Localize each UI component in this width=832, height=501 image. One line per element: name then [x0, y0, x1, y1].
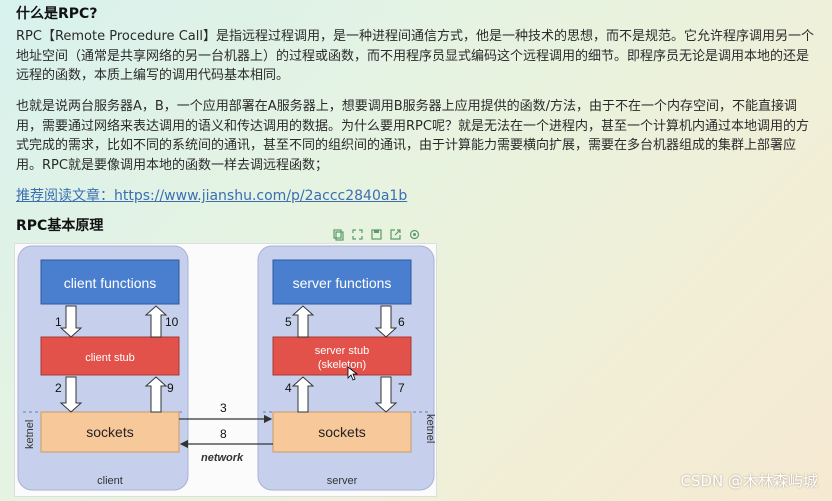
heading-what-is-rpc: 什么是RPC? — [16, 6, 98, 22]
recommended-article-link[interactable]: 推荐阅读文章：https://www.jianshu.com/p/2accc28… — [16, 188, 408, 204]
heading-rpc-principle: RPC基本原理 — [16, 218, 104, 234]
arrow-step-10 — [144, 305, 168, 338]
open-icon[interactable] — [389, 228, 402, 241]
network-label: network — [201, 452, 244, 464]
settings-icon[interactable] — [408, 228, 421, 241]
server-stub-label: server stub — [315, 345, 369, 357]
arrow-step-4 — [291, 376, 315, 413]
arrow-step-2 — [59, 376, 83, 413]
step-2: 2 — [55, 381, 62, 395]
client-kernel-label: ketnel — [24, 420, 36, 449]
paragraph-rpc-explanation: 也就是说两台服务器A，B，一个应用部署在A服务器上，想要调用B服务器上应用提供的… — [16, 99, 809, 173]
server-stub-box — [272, 336, 412, 376]
client-sockets-label: sockets — [86, 424, 133, 440]
server-kernel-label: ketnel — [424, 414, 436, 443]
copy-icon[interactable] — [332, 228, 345, 241]
mouse-cursor-icon — [347, 366, 359, 381]
rpc-diagram: client functions client stub sockets ser… — [14, 243, 437, 497]
paragraph-rpc-definition: RPC【Remote Procedure Call】是指远程过程调用，是一种进程… — [16, 29, 814, 83]
client-functions-label: client functions — [64, 275, 157, 291]
arrow-step-5 — [291, 305, 315, 338]
step-4: 4 — [285, 381, 292, 395]
server-label: server — [327, 475, 358, 487]
expand-icon[interactable] — [351, 228, 364, 241]
image-toolbar — [332, 226, 436, 242]
rpc-diagram-svg: client functions client stub sockets ser… — [17, 245, 436, 491]
client-sockets-box — [40, 411, 180, 453]
arrow-step-6 — [374, 305, 398, 338]
server-sockets-label: sockets — [318, 424, 365, 440]
arrow-step-7 — [374, 376, 398, 413]
step-8: 8 — [220, 427, 227, 441]
step-7: 7 — [398, 381, 405, 395]
client-arrows — [59, 305, 168, 413]
step-5: 5 — [285, 315, 292, 329]
server-functions-box — [272, 259, 412, 305]
server-arrows — [291, 305, 398, 413]
client-stub-box — [40, 336, 180, 376]
step-3: 3 — [220, 401, 227, 415]
arrow-step-9 — [144, 376, 168, 413]
csdn-watermark: CSDN @木林森屿城 — [680, 472, 818, 490]
server-functions-label: server functions — [293, 275, 392, 291]
step-10: 10 — [165, 315, 179, 329]
step-9: 9 — [167, 381, 174, 395]
client-label: client — [97, 475, 123, 487]
save-icon[interactable] — [370, 228, 383, 241]
client-stub-label: client stub — [85, 352, 135, 364]
server-skeleton-label: (skeleton) — [318, 359, 366, 371]
client-functions-box — [40, 259, 180, 305]
step-1: 1 — [55, 315, 62, 329]
arrow-step-1 — [59, 305, 83, 338]
server-sockets-box — [272, 411, 412, 453]
step-6: 6 — [398, 315, 405, 329]
